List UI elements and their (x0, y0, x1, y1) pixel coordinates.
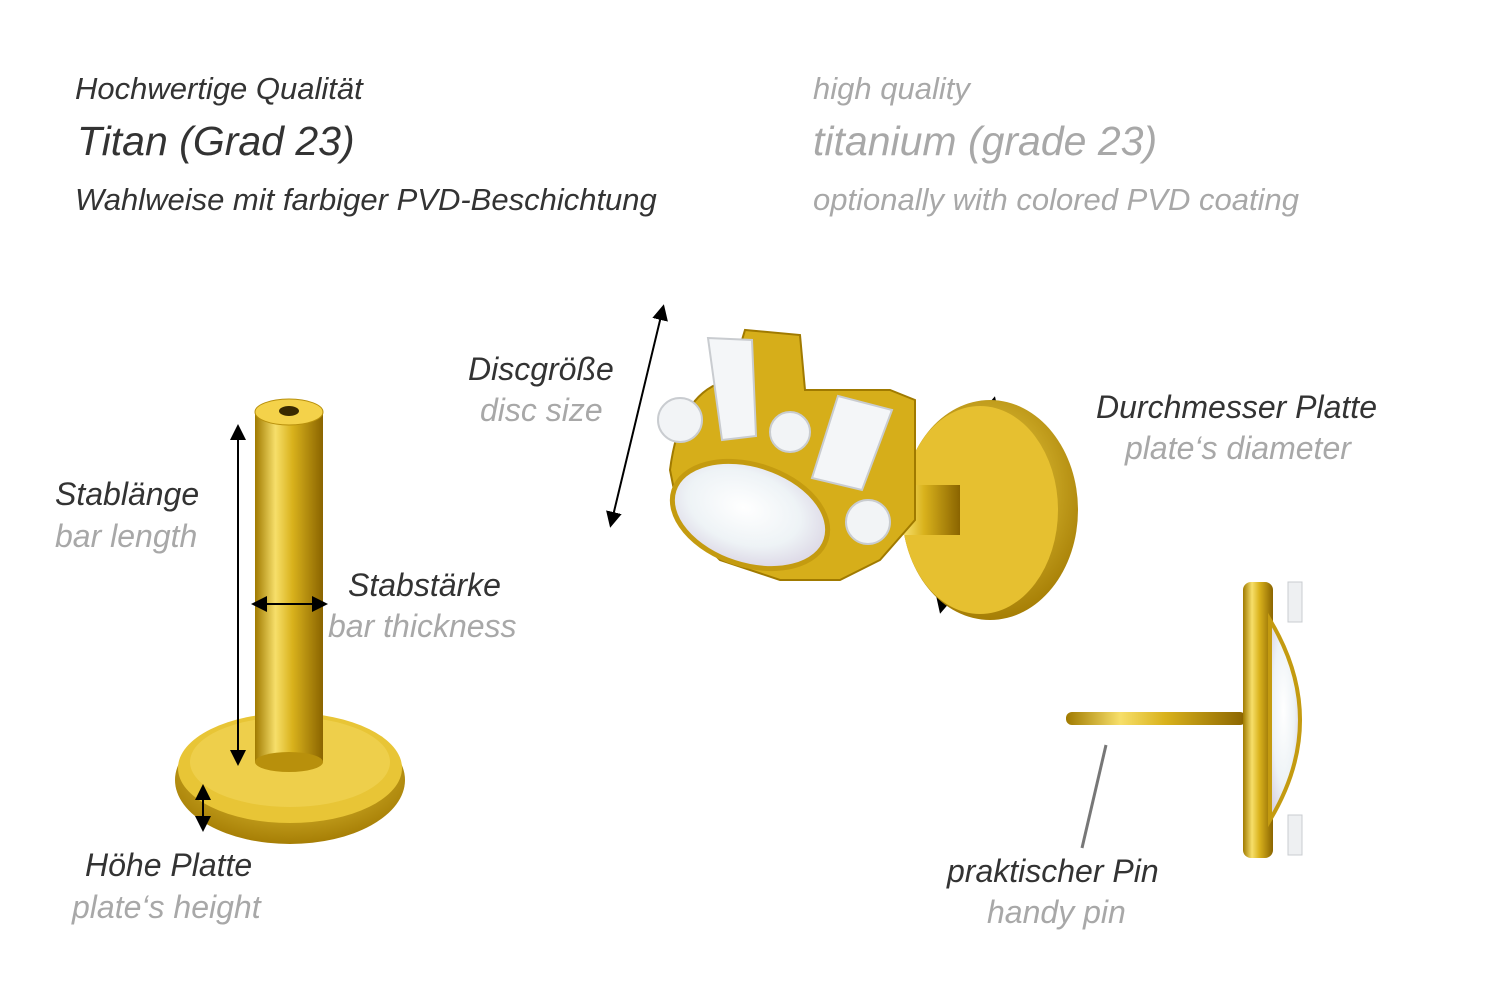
label-plate-diameter-de: Durchmesser Platte (1096, 389, 1377, 425)
label-pin-de: praktischer Pin (947, 853, 1159, 889)
label-bar-thickness-en: bar thickness (328, 608, 517, 644)
header-en-quality: high quality (813, 71, 970, 106)
header-en-material: titanium (grade 23) (813, 118, 1158, 164)
jewelry-top-assembled (657, 328, 1078, 620)
label-bar-thickness-de: Stabstärke (348, 567, 501, 603)
label-disc-size-de: Discgröße (468, 351, 614, 387)
label-pin-en: handy pin (987, 894, 1126, 930)
jewelry-top-side-view (1066, 581, 1303, 858)
header-de-material: Titan (Grad 23) (77, 118, 355, 164)
label-plate-diameter-en: plate‘s diameter (1125, 430, 1351, 466)
header-de-quality: Hochwertige Qualität (75, 71, 363, 106)
header-en-coating: optionally with colored PVD coating (813, 182, 1299, 217)
label-bar-length-de: Stablänge (55, 476, 200, 512)
label-plate-height-en: plate‘s height (72, 889, 261, 925)
label-plate-height-de: Höhe Platte (85, 847, 253, 883)
label-bar-length-en: bar length (55, 518, 198, 554)
header-de-coating: Wahlweise mit farbiger PVD-Beschichtung (75, 182, 657, 217)
label-disc-size-en: disc size (480, 392, 603, 428)
